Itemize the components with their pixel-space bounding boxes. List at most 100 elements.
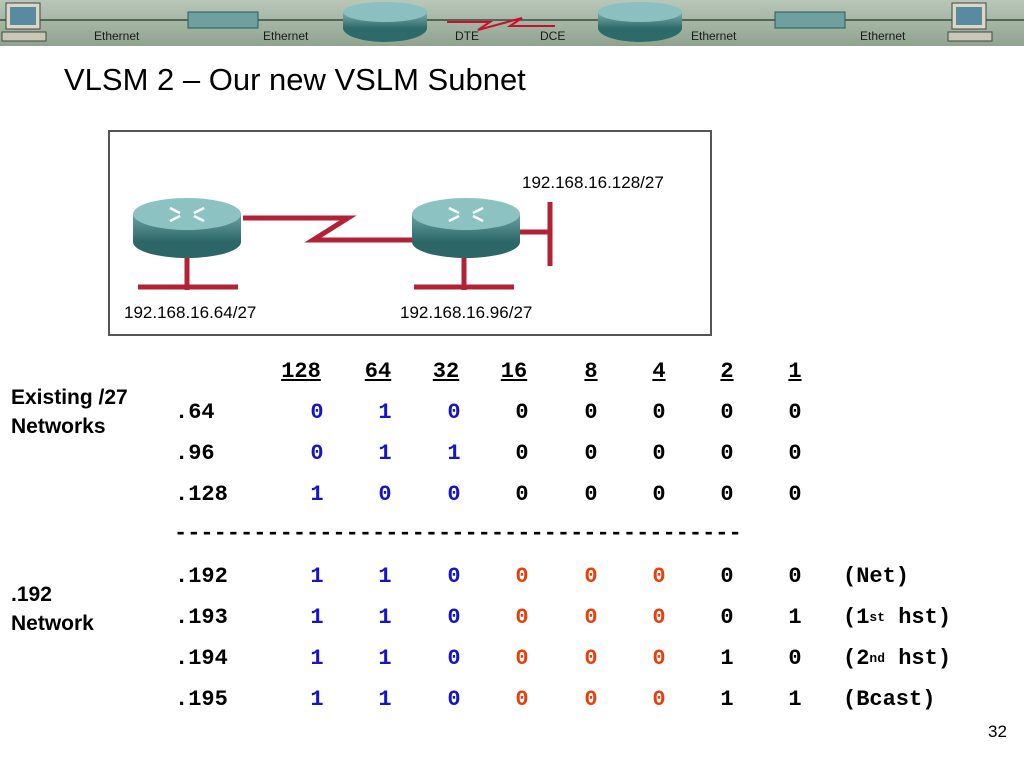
- separator-line: ----------------------------------------…: [174, 521, 742, 546]
- bit-cell: 1: [378, 400, 392, 425]
- bit-cell: 0: [515, 482, 529, 507]
- row-note: (1st hst): [843, 605, 951, 630]
- note-superscript: nd: [869, 651, 886, 666]
- bit-cell: 1: [378, 441, 392, 466]
- existing-label-line: Existing /27: [11, 386, 128, 409]
- network-diagram: 192.168.16.64/27 192.168.16.96/27 192.16…: [108, 130, 712, 336]
- bit-cell: 0: [788, 400, 802, 425]
- router-icon: [598, 2, 682, 42]
- computer-icon: [947, 2, 993, 42]
- banner-label: Ethernet: [263, 29, 309, 43]
- bit-cell: 0: [447, 646, 461, 671]
- bit-cell: 0: [584, 400, 598, 425]
- bit-cell: 0: [652, 441, 666, 466]
- bit-cell: 1: [720, 646, 734, 671]
- bit-cell: 0: [378, 482, 392, 507]
- bit-cell: 1: [447, 441, 461, 466]
- bit-cell: 1: [788, 605, 802, 630]
- bit-header: 16: [500, 359, 528, 384]
- computer-icon: [1, 2, 47, 42]
- row-label: .192: [175, 564, 228, 589]
- bit-cell: 0: [584, 482, 598, 507]
- bit-cell: 0: [584, 646, 598, 671]
- bit-cell: 1: [310, 605, 324, 630]
- bit-cell: 0: [515, 646, 529, 671]
- network-192-label-line: Network: [11, 612, 94, 635]
- bit-cell: 0: [652, 605, 666, 630]
- bit-cell: 1: [378, 605, 392, 630]
- bit-cell: 1: [788, 687, 802, 712]
- banner-label: Ethernet: [94, 29, 140, 43]
- bit-cell: 0: [310, 400, 324, 425]
- bit-header: 128: [281, 359, 321, 384]
- bit-header: 32: [432, 359, 460, 384]
- bit-cell: 1: [378, 646, 392, 671]
- note-text: (2: [843, 646, 870, 671]
- bit-cell: 1: [310, 646, 324, 671]
- bit-cell: 0: [720, 605, 734, 630]
- right-network-label: 192.168.16.128/27: [522, 173, 664, 192]
- bit-cell: 0: [515, 687, 529, 712]
- router-icon: [133, 198, 241, 290]
- row-note: (2nd hst): [843, 646, 951, 671]
- bit-cell: 0: [720, 564, 734, 589]
- bit-cell: 0: [652, 564, 666, 589]
- switch-icon: [774, 11, 846, 29]
- left-network-label: 192.168.16.64/27: [124, 303, 256, 322]
- bit-cell: 0: [515, 441, 529, 466]
- bit-cell: 0: [447, 482, 461, 507]
- bit-cell: 1: [310, 687, 324, 712]
- bit-cell: 0: [720, 441, 734, 466]
- row-label: .64: [175, 400, 215, 425]
- network-192-label: .192 Network: [11, 580, 94, 638]
- bit-cell: 1: [310, 482, 324, 507]
- note-text: (Bcast): [843, 687, 936, 712]
- banner-label: DTE: [455, 29, 479, 43]
- page-number: 32: [988, 722, 1007, 741]
- note-superscript: st: [869, 610, 886, 625]
- bit-cell: 0: [584, 687, 598, 712]
- bit-cell: 0: [788, 482, 802, 507]
- row-label: .193: [175, 605, 228, 630]
- bit-cell: 0: [652, 482, 666, 507]
- bit-cell: 0: [788, 441, 802, 466]
- bit-cell: 0: [584, 564, 598, 589]
- bit-cell: 0: [720, 482, 734, 507]
- row-label: .194: [175, 646, 228, 671]
- existing-label-line: Networks: [11, 415, 106, 438]
- bit-cell: 1: [720, 687, 734, 712]
- bit-header: 1: [788, 359, 802, 384]
- bit-cell: 1: [310, 564, 324, 589]
- switch-icon: [187, 11, 259, 29]
- bit-cell: 0: [515, 605, 529, 630]
- banner-label: Ethernet: [860, 29, 906, 43]
- bit-cell: 0: [310, 441, 324, 466]
- serial-link: [243, 215, 418, 243]
- bit-cell: 0: [447, 564, 461, 589]
- bit-cell: 0: [447, 605, 461, 630]
- network-192-label-line: .192: [11, 583, 52, 606]
- bit-cell: 0: [447, 687, 461, 712]
- bit-cell: 0: [584, 605, 598, 630]
- bit-cell: 0: [515, 564, 529, 589]
- bit-cell: 0: [788, 646, 802, 671]
- row-label: .96: [175, 441, 215, 466]
- row-note: (Net): [843, 564, 909, 589]
- row-note: (Bcast): [843, 687, 935, 712]
- note-text: (Net): [843, 564, 910, 589]
- bit-header: 4: [652, 359, 666, 384]
- row-label: .128: [175, 482, 228, 507]
- bit-cell: 0: [652, 687, 666, 712]
- slide-title: VLSM 2 – Our new VSLM Subnet: [64, 62, 526, 97]
- bit-header: 2: [720, 359, 734, 384]
- bit-cell: 0: [652, 646, 666, 671]
- router-icon: [343, 2, 427, 42]
- note-text: hst): [885, 646, 952, 671]
- bit-header: 8: [584, 359, 598, 384]
- bit-cell: 0: [447, 400, 461, 425]
- bit-cell: 0: [652, 400, 666, 425]
- existing-networks-label: Existing /27 Networks: [11, 383, 128, 441]
- banner-label: Ethernet: [691, 29, 737, 43]
- middle-network-label: 192.168.16.96/27: [400, 303, 532, 322]
- row-label: .195: [175, 687, 228, 712]
